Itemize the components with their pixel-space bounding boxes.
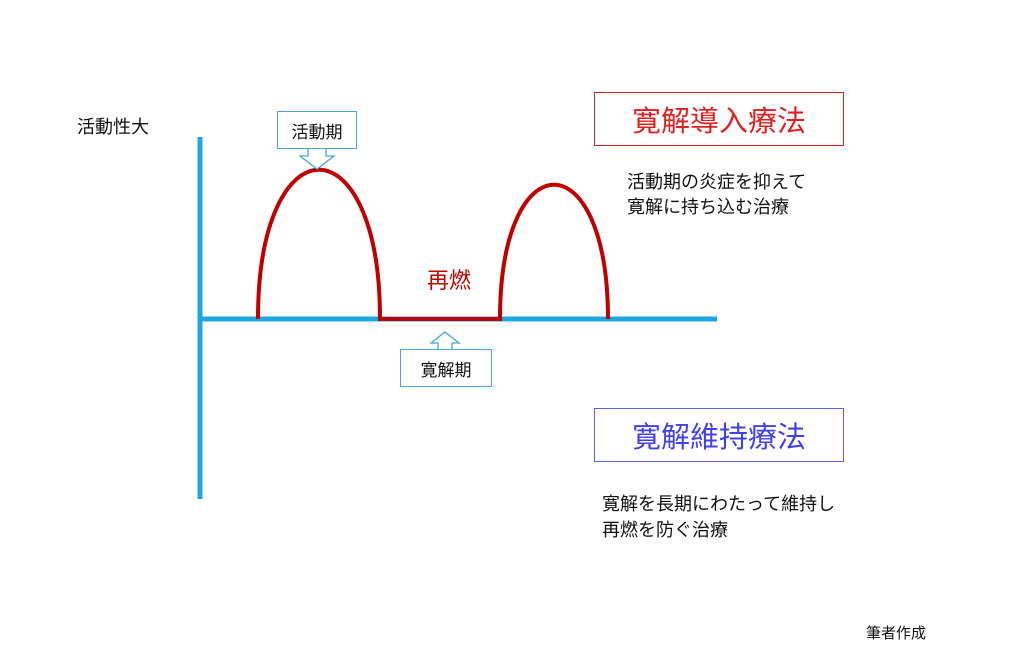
induction-description-line: 活動期の炎症を抑えて (627, 172, 807, 193)
maintenance-therapy-box: 寛解維持療法 (594, 408, 844, 462)
maintenance-description-line: 再燃を防ぐ治療 (602, 520, 728, 541)
maintenance-therapy-title: 寛解維持療法 (631, 420, 806, 454)
remission-phase-label: 寛解期 (420, 360, 472, 381)
relapse-label: 再燃 (427, 269, 472, 294)
active-callout-arrow (298, 148, 336, 170)
induction-description: 活動期の炎症を抑えて 寛解に持ち込む治療 (627, 170, 806, 220)
maintenance-description-line: 寛解を長期にわたって維持し (602, 494, 836, 515)
induction-therapy-box: 寛解導入療法 (594, 92, 844, 146)
maintenance-description: 寛解を長期にわたって維持し 再燃を防ぐ治療 (602, 492, 835, 544)
activity-curve (256, 168, 610, 321)
remission-phase-callout: 寛解期 (400, 349, 492, 387)
active-phase-callout: 活動期 (277, 111, 357, 149)
credit: 筆者作成 (866, 624, 927, 642)
active-phase-label: 活動期 (291, 122, 343, 143)
induction-description-line: 寛解に持ち込む治療 (627, 197, 789, 218)
induction-therapy-title: 寛解導入療法 (631, 104, 806, 138)
remission-callout-arrow (429, 331, 461, 350)
y-axis-label: 活動性大 (77, 117, 149, 138)
